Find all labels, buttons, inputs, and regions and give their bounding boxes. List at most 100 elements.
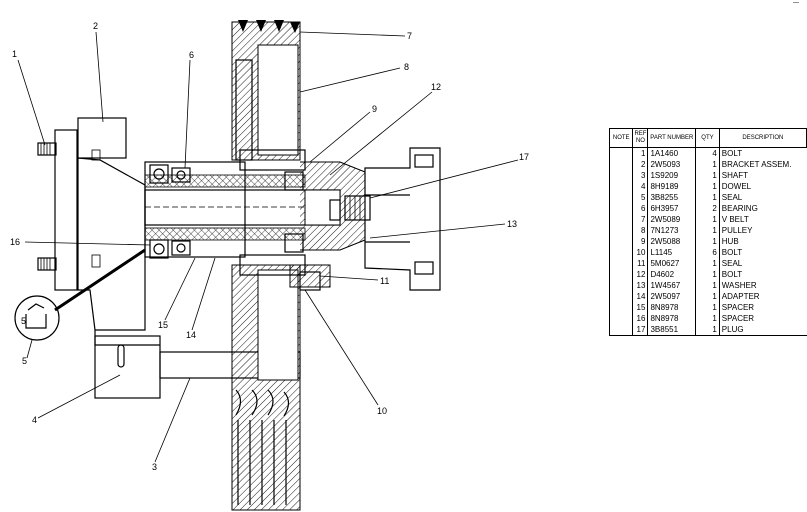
callout-16: 16 [10,237,20,247]
part-number-cell: 7N1273 [647,225,696,236]
ref-cell: 5 [632,192,648,203]
qty-cell: 1 [695,170,720,181]
ref-cell: 2 [632,159,648,170]
part-number-cell: 5M0627 [647,258,696,269]
parts-table-header: NOTE REF NO PART NUMBER QTY DESCRIPTION [608,128,807,148]
qty-cell: 1 [695,324,720,336]
note-cell [608,269,633,280]
description-cell: V BELT [718,214,807,225]
note-cell [608,225,633,236]
header-qty: QTY [695,128,720,148]
ref-cell: 11 [632,258,648,269]
qty-cell: 1 [695,214,720,225]
ref-cell: 12 [632,269,648,280]
part-number-cell: 2W5089 [647,214,696,225]
ref-cell: 13 [632,280,648,291]
description-cell: DOWEL [718,181,807,192]
callout-1: 1 [12,49,17,59]
description-cell: SEAL [718,192,807,203]
callout-2: 2 [93,21,98,31]
ref-cell: 15 [632,302,648,313]
ref-cell: 14 [632,291,648,302]
mounting-bolt-lower [37,257,57,271]
note-cell [608,159,633,170]
parts-list-table: NOTE REF NO PART NUMBER QTY DESCRIPTION … [608,128,807,336]
part-number-cell: 1S9209 [647,170,696,181]
description-cell: SPACER [718,313,807,324]
qty-cell: 1 [695,269,720,280]
description-cell: PLUG [718,324,807,336]
qty-cell: 1 [695,258,720,269]
header-note: NOTE [608,128,634,148]
note-cell [608,291,633,302]
callout-3: 3 [152,462,157,472]
part-number-cell: 8N8978 [647,313,696,324]
bracket-assembly [54,117,160,346]
pulley [231,21,306,511]
part-number-cell: 2W5088 [647,236,696,247]
part-number-cell: 3B8551 [647,324,696,336]
v-belt-upper [238,20,300,33]
description-cell: WASHER [718,280,807,291]
note-cell [608,170,633,181]
callout-10: 10 [377,406,387,416]
qty-cell: 6 [695,247,720,258]
callout-15: 15 [158,320,168,330]
callout-7: 7 [407,31,412,41]
description-cell: BRACKET ASSEM. [718,159,807,170]
v-belt-lower [235,389,290,505]
callout-12: 12 [431,82,441,92]
description-cell: HUB [718,236,807,247]
ref-cell: 7 [632,214,648,225]
part-number-cell: D4602 [647,269,696,280]
qty-cell: 2 [695,203,720,214]
bearing-upper [149,164,169,184]
qty-cell: 1 [695,159,720,170]
header-description: DESCRIPTION [718,128,807,148]
header-part-number: PART NUMBER [647,128,697,148]
ref-cell: 4 [632,181,648,192]
ref-cell: 6 [632,203,648,214]
qty-cell: 1 [695,291,720,302]
callout-5: 5 [22,356,27,366]
bearing-lower [149,239,169,259]
qty-cell: 1 [695,302,720,313]
note-cell [608,236,633,247]
note-cell [608,247,633,258]
part-number-cell: 2W5097 [647,291,696,302]
note-cell [608,203,633,214]
description-cell: BOLT [718,147,807,159]
callout-9: 9 [372,104,377,114]
description-cell: BOLT [718,269,807,280]
note-cell [608,192,633,203]
description-cell: ADAPTER [718,291,807,302]
description-cell: BOLT [718,247,807,258]
part-number-cell: 2W5093 [647,159,696,170]
description-cell: SEAL [718,258,807,269]
ref-cell: 17 [632,324,648,336]
description-cell: PULLEY [718,225,807,236]
corner-mark: — [793,0,799,6]
ref-cell: 16 [632,313,648,324]
plug [344,195,371,221]
callout-8: 8 [404,62,409,72]
callout-17: 17 [519,152,529,162]
note-cell [608,214,633,225]
note-cell [608,280,633,291]
ref-cell: 8 [632,225,648,236]
callout-13: 13 [507,219,517,229]
qty-cell: 1 [695,181,720,192]
description-cell: SHAFT [718,170,807,181]
